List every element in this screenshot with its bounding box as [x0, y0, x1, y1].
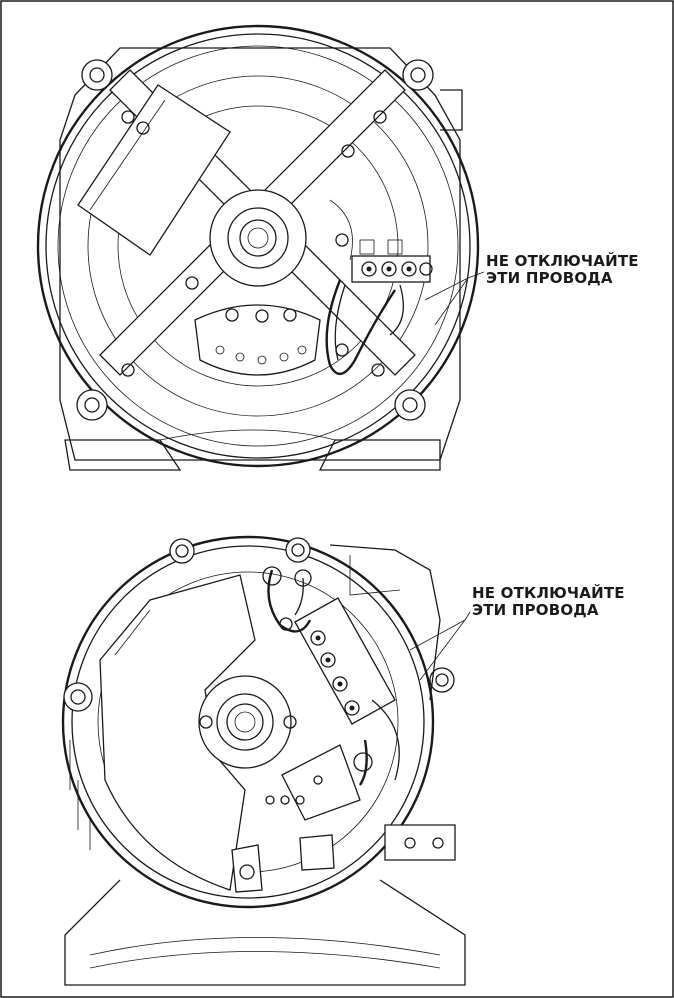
bottom-shield-plate: [99, 574, 256, 891]
callout-bottom-line-1: НЕ ОТКЛЮЧАЙТЕ: [472, 584, 625, 602]
callout-top: НЕ ОТКЛЮЧАЙТЕ ЭТИ ПРОВОДА: [486, 253, 639, 287]
callout-bottom: НЕ ОТКЛЮЧАЙТЕ ЭТИ ПРОВОДА: [472, 585, 625, 619]
top-terminal-block: [335, 233, 433, 283]
callout-bottom-line-2: ЭТИ ПРОВОДА: [472, 601, 599, 619]
motor-bottom-drawing: [61, 535, 471, 986]
callout-top-line-2: ЭТИ ПРОВОДА: [486, 269, 613, 287]
bottom-terminal-block: [279, 597, 396, 725]
top-capacitor: [77, 84, 231, 256]
top-rotor-holes: [215, 308, 307, 365]
callout-top-line-1: НЕ ОТКЛЮЧАЙТЕ: [486, 252, 639, 270]
top-mount-ears: [76, 59, 434, 421]
motor-top-drawing: [36, 24, 485, 471]
